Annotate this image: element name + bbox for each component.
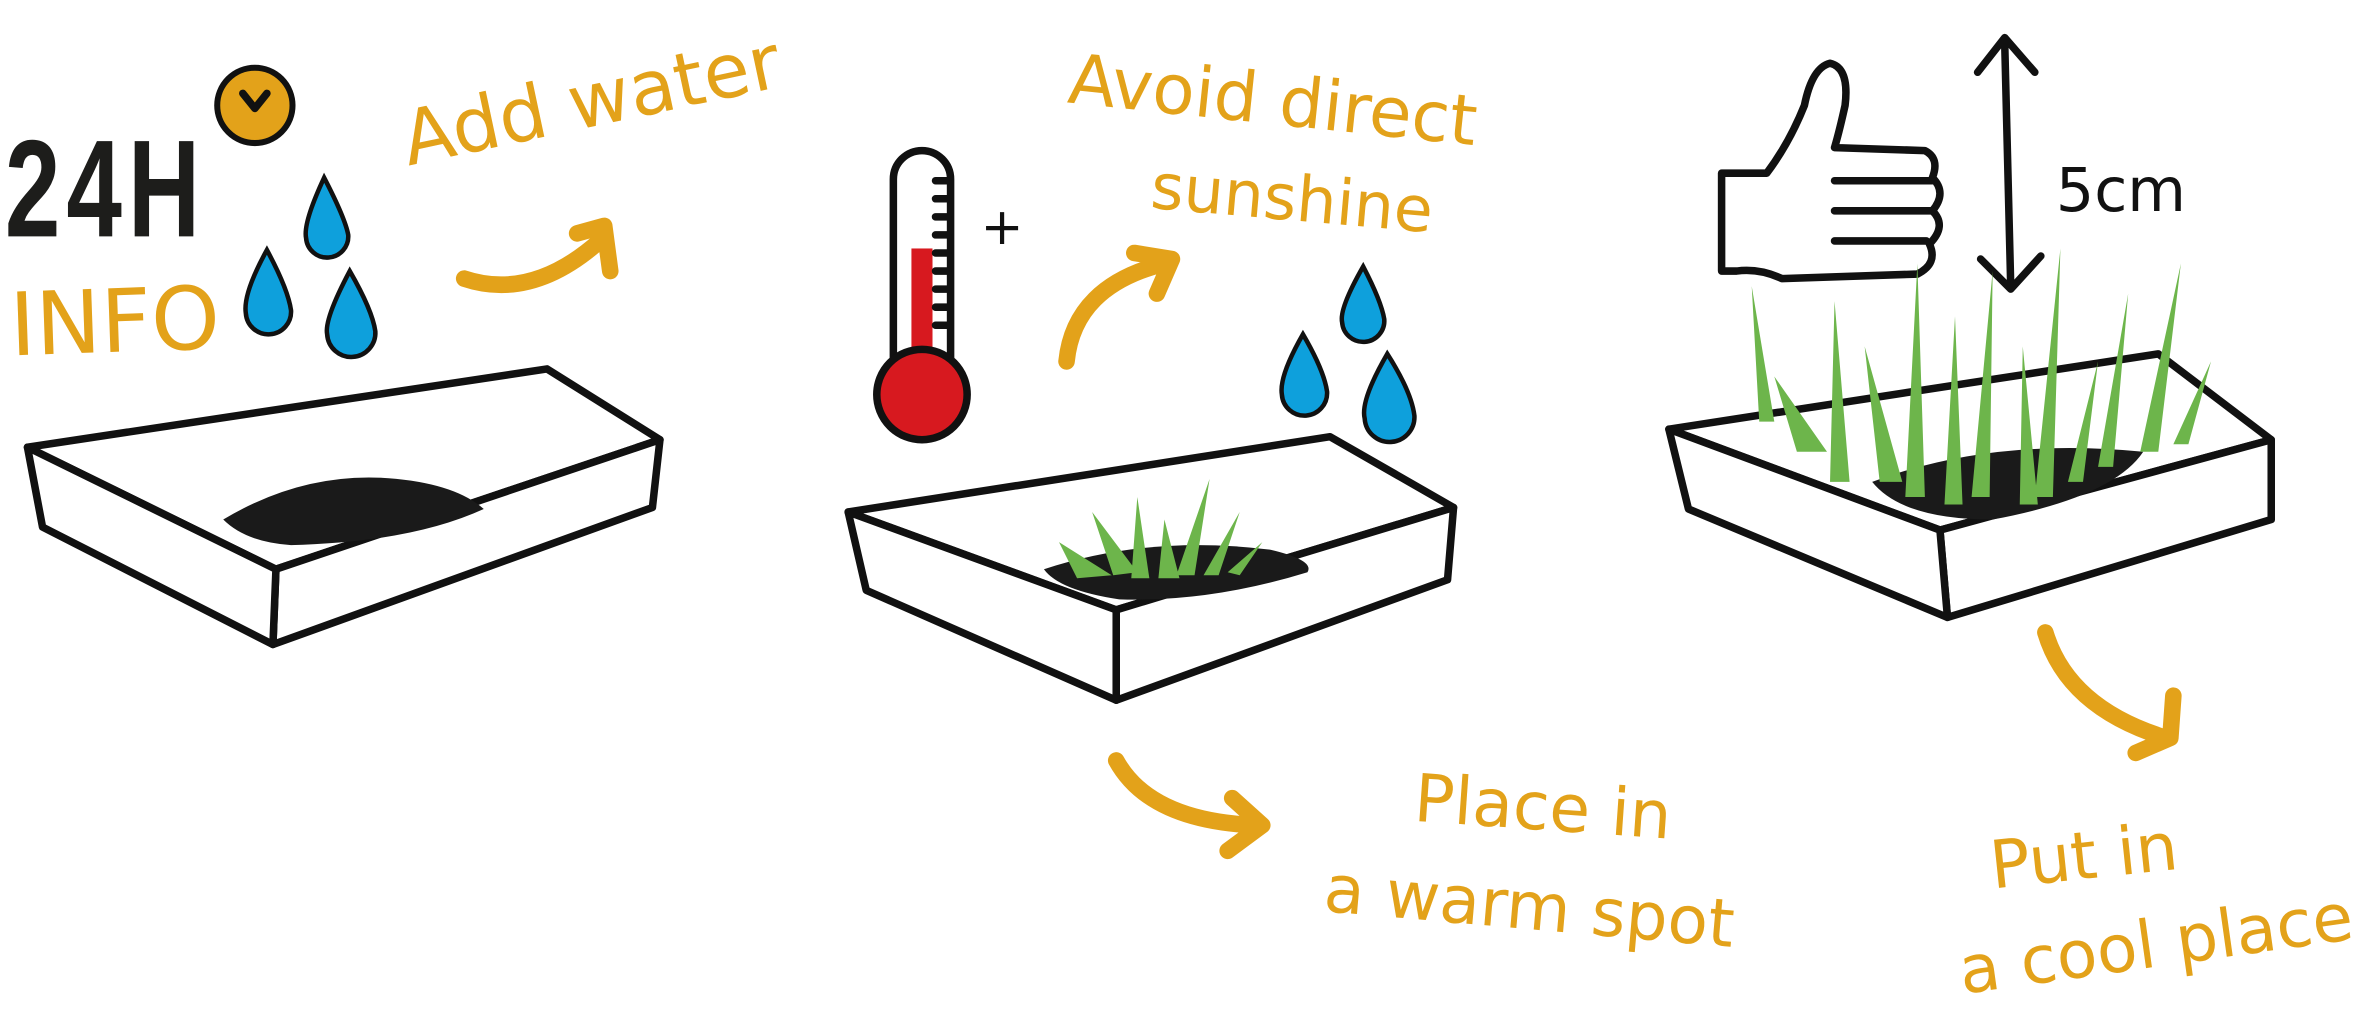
thermometer-icon bbox=[873, 146, 971, 444]
height-label: 5cm bbox=[2056, 156, 2186, 226]
water-drops-icon bbox=[243, 172, 378, 360]
curved-arrow-icon bbox=[455, 217, 619, 293]
put-in-label: Put in bbox=[1986, 808, 2181, 904]
place-in-label: Place in bbox=[1412, 760, 1674, 855]
plus-sign: + bbox=[981, 197, 1024, 257]
tray-with-soil bbox=[23, 365, 664, 649]
height-indicator-icon bbox=[1973, 33, 2045, 293]
logo-24h: 24H bbox=[5, 111, 200, 266]
24h-info-logo: 24H INFO bbox=[5, 64, 296, 376]
logo-info: INFO bbox=[8, 267, 221, 376]
tray-with-grass bbox=[1665, 248, 2276, 622]
sunshine-label: sunshine bbox=[1148, 149, 1436, 247]
avoid-direct-label: Avoid direct bbox=[1065, 40, 1481, 162]
add-water-label: Add water bbox=[394, 17, 788, 183]
clock-icon bbox=[214, 64, 296, 147]
curved-arrow-icon bbox=[1058, 244, 1181, 370]
curved-arrow-icon bbox=[1107, 752, 1271, 860]
thumbs-up-icon bbox=[1717, 59, 1944, 283]
water-drops-icon bbox=[1279, 261, 1417, 445]
curved-arrow-icon bbox=[2037, 624, 2182, 762]
tray-with-sprouts bbox=[844, 432, 1458, 704]
step-1-add-water: Add water bbox=[23, 17, 788, 649]
step-2-warm-spot: Avoid direct sunshine + Place in a warm … bbox=[844, 40, 1737, 963]
step-3-cool-place: 5cm Put in a cool place bbox=[1665, 33, 2358, 1010]
warm-spot-label: a warm spot bbox=[1321, 850, 1737, 963]
